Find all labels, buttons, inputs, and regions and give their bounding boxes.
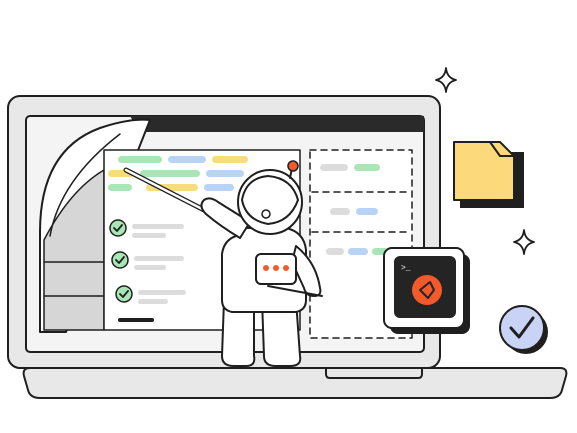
check-mark [113, 224, 123, 232]
sparkle-icon [513, 229, 535, 255]
badge-circle [499, 305, 545, 351]
code-line [140, 170, 200, 177]
astronaut-leg [261, 299, 302, 367]
terminal-app-icon: >_ [383, 247, 470, 334]
laptop-notch [325, 367, 423, 379]
folder-body [453, 141, 515, 201]
check-mark [115, 256, 125, 264]
checklist-line [138, 290, 186, 295]
terminal-logo-mark [419, 281, 435, 299]
antenna-tip [287, 160, 299, 172]
code-line [206, 170, 244, 177]
code-line [118, 156, 162, 163]
astronaut-leg [221, 299, 256, 367]
folder-fold [489, 141, 515, 157]
checklist [109, 219, 186, 322]
sparkle-icon [435, 67, 457, 93]
chest-light [283, 265, 289, 271]
panel-line [320, 164, 348, 171]
chest-light [263, 265, 269, 271]
panel-line [330, 208, 350, 215]
check-icon [111, 251, 129, 269]
astronaut-strap [267, 285, 323, 297]
check-icon [109, 219, 127, 237]
astronaut [200, 160, 323, 367]
helmet-bolt [261, 209, 271, 219]
screen-top-bar [130, 116, 424, 132]
folder-icon [453, 141, 524, 208]
chest-light [273, 265, 279, 271]
terminal-prompt: >_ [401, 264, 411, 273]
pointer-stick-highlight [124, 168, 210, 214]
panel-line [354, 164, 380, 171]
badge-check [509, 316, 535, 339]
checklist-line [118, 318, 154, 322]
panel-line [356, 208, 378, 215]
laptop-base [22, 367, 568, 399]
code-line [204, 184, 234, 191]
terminal-logo [412, 275, 442, 305]
checklist-line [134, 265, 166, 270]
checklist-line [132, 224, 184, 229]
code-line [108, 184, 132, 191]
code-line [212, 156, 248, 163]
check-mark [119, 290, 129, 298]
checklist-line [132, 233, 166, 238]
page-curl-shade [49, 133, 121, 237]
checklist-line [134, 256, 184, 261]
panel-line [348, 248, 368, 255]
panel-line [326, 248, 344, 255]
astronaut-arm [200, 197, 251, 239]
checklist-line [138, 299, 168, 304]
checkmark-badge-icon [499, 305, 548, 354]
helmet-visor [241, 175, 299, 225]
code-line [168, 156, 206, 163]
check-icon [115, 285, 133, 303]
